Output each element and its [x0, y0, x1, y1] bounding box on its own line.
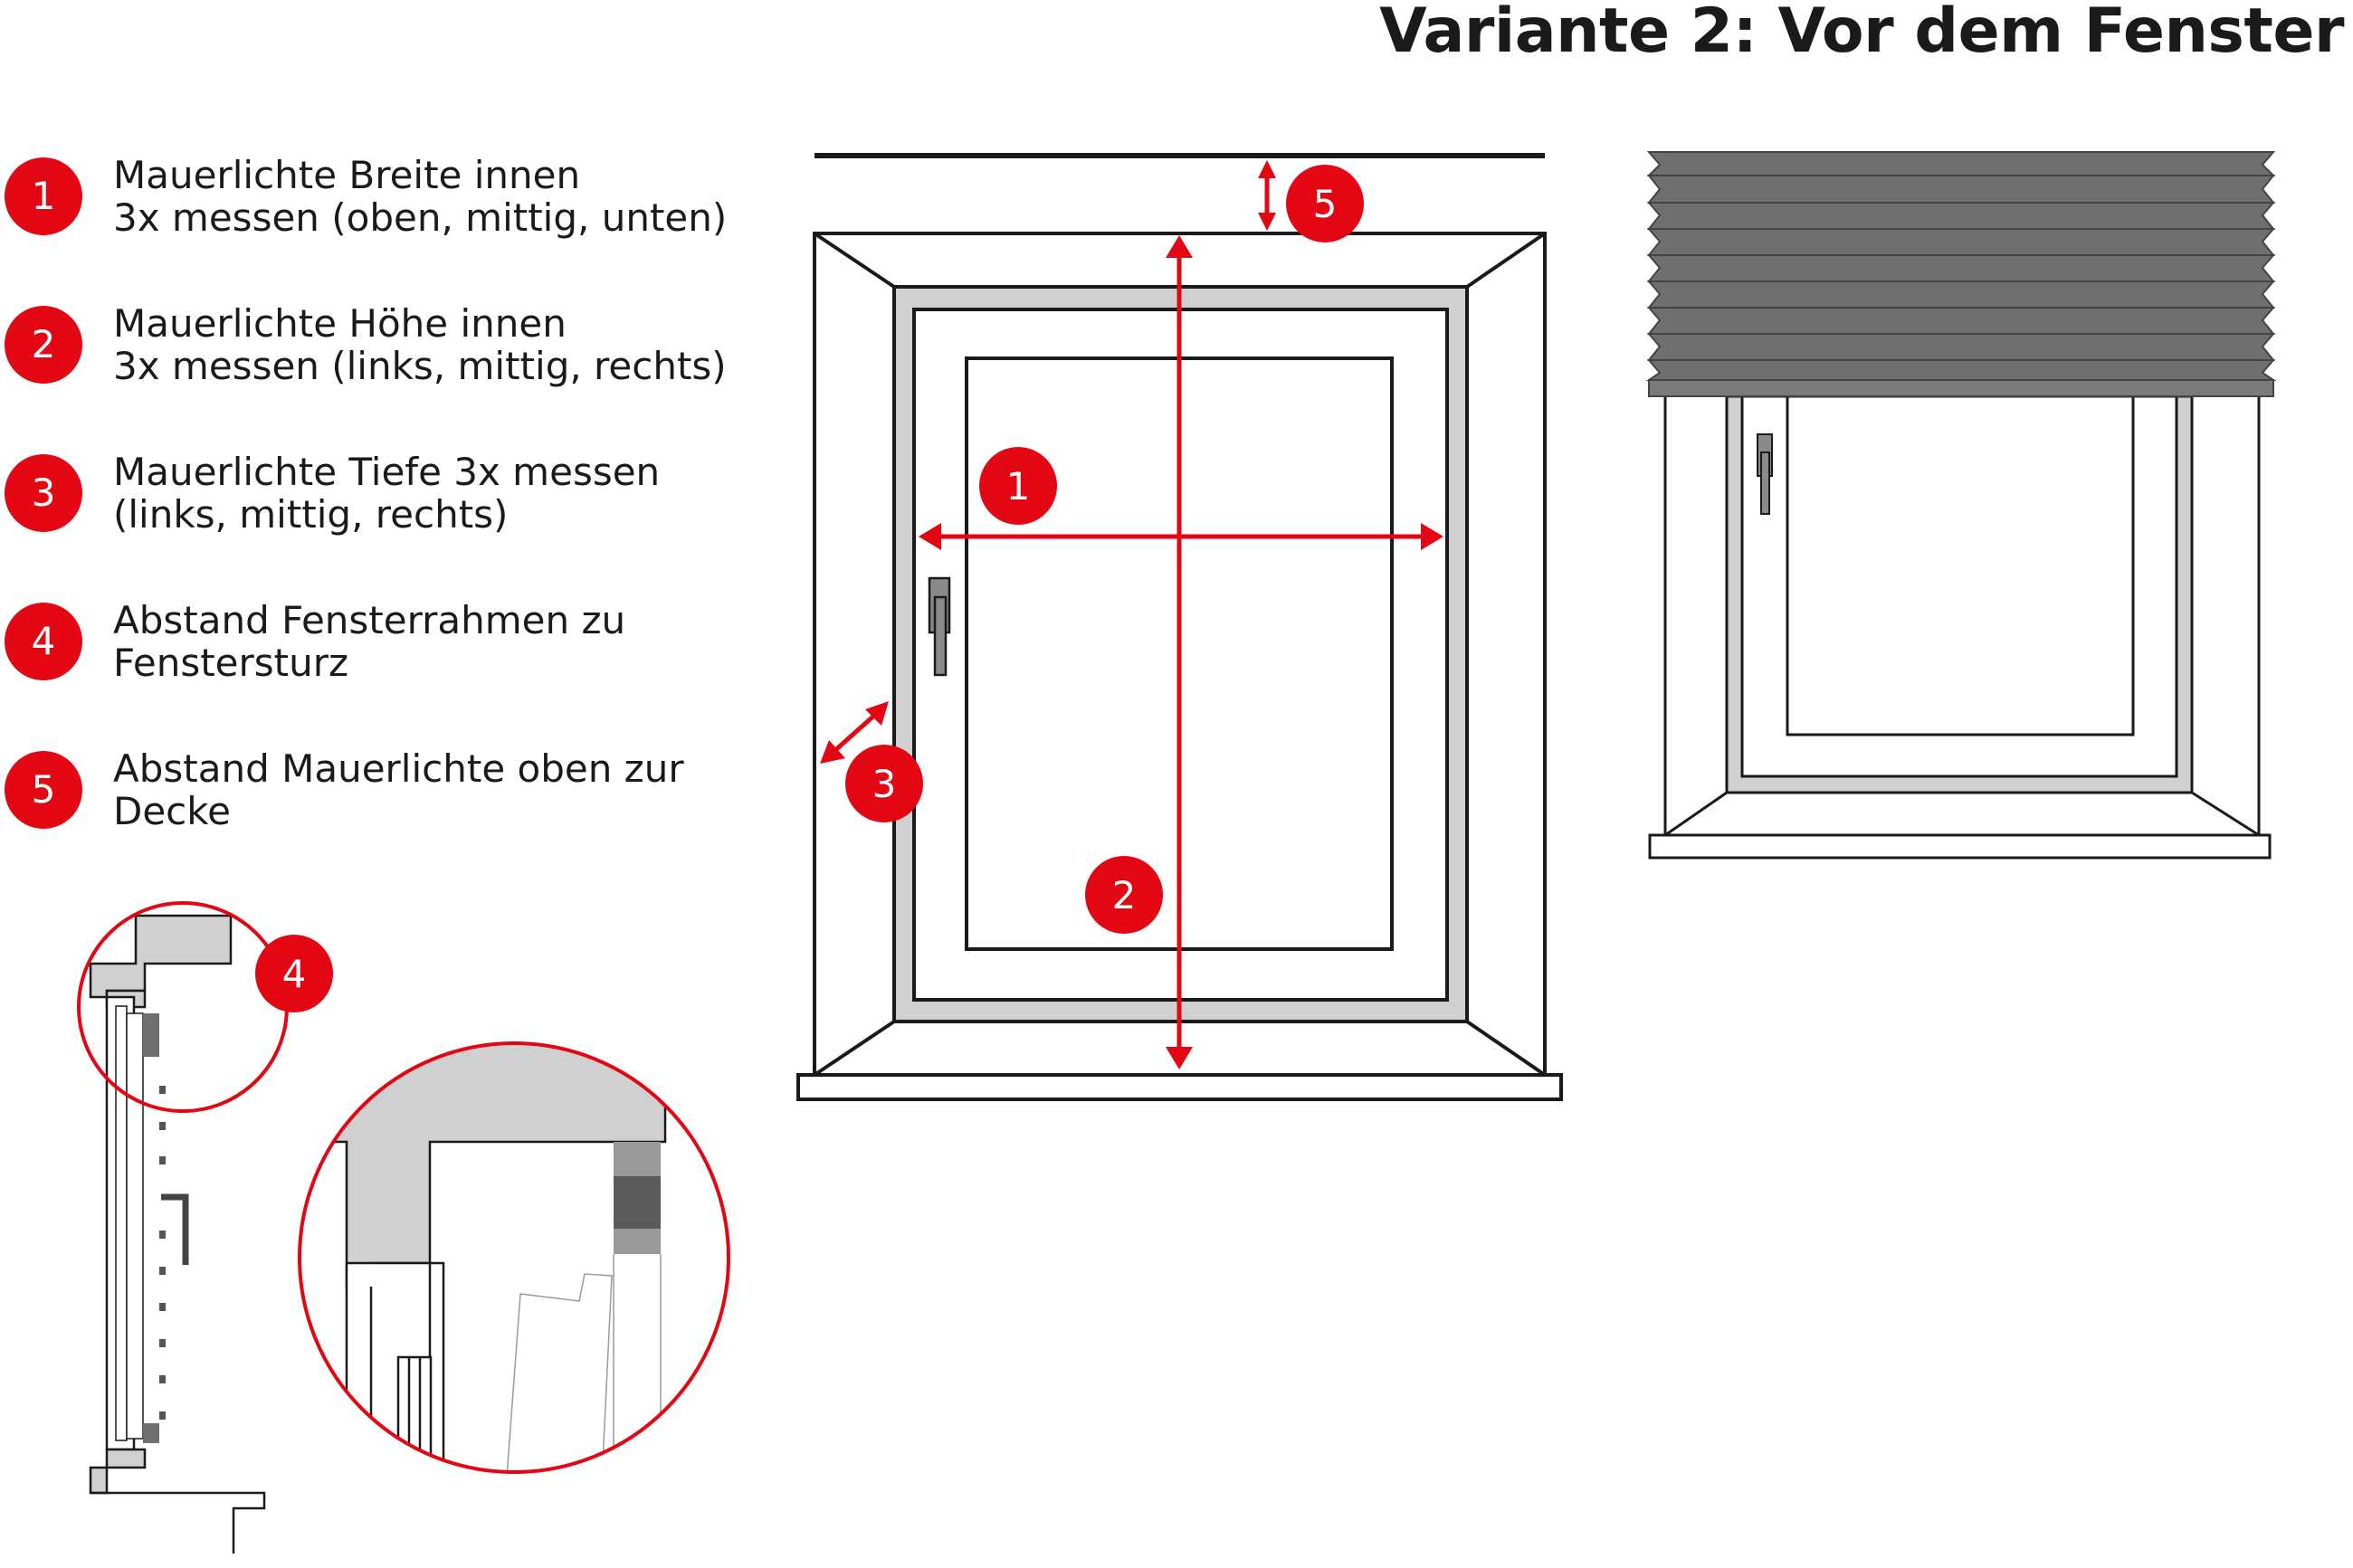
- blind-window-sill: [1648, 833, 2272, 860]
- legend-text-3: Mauerlichte Tiefe 3x messen (links, mitt…: [113, 450, 661, 537]
- section-lintel: [89, 914, 233, 999]
- window-handle-icon: [928, 576, 951, 677]
- section-sill: [89, 1448, 147, 1495]
- reveal-line-bottom-left: [813, 1020, 896, 1077]
- legend-text-2: Mauerlichte Höhe innen 3x messen (links,…: [113, 301, 727, 388]
- legend-text-5: Abstand Mauerlichte oben zur Decke: [113, 746, 684, 833]
- marker-4-label: 4: [282, 952, 307, 996]
- section-blind-rail-bottom: [143, 1423, 159, 1443]
- reveal-line-top-right: [1465, 232, 1547, 289]
- reveal-line-bottom-right: [1465, 1020, 1547, 1077]
- measurement-legend: 1 Mauerlichte Breite innen 3x messen (ob…: [0, 154, 778, 896]
- legend-item-3: 3 Mauerlichte Tiefe 3x messen (links, mi…: [0, 451, 778, 599]
- step-badge-3: 3: [5, 454, 82, 532]
- section-floor-line: [90, 1491, 266, 1554]
- marker-1-label: 1: [1006, 464, 1031, 508]
- legend-item-2: 2 Mauerlichte Höhe innen 3x messen (link…: [0, 302, 778, 451]
- marker-2: 2: [1085, 856, 1163, 934]
- marker-1: 1: [979, 447, 1057, 525]
- marker-3: 3: [845, 745, 923, 822]
- reveal-line-top-left: [813, 232, 896, 289]
- marker-3-label: 3: [872, 762, 897, 806]
- ceiling-distance-arrow: [1258, 160, 1276, 231]
- legend-item-1: 1 Mauerlichte Breite innen 3x messen (ob…: [0, 154, 778, 302]
- zoom-blind-rail-core: [614, 1176, 661, 1229]
- legend-text-1: Mauerlichte Breite innen 3x messen (oben…: [113, 153, 728, 240]
- detail-zoom: [298, 1041, 730, 1474]
- marker-5: 5: [1286, 165, 1364, 242]
- step-badge-1: 1: [5, 157, 82, 235]
- legend-item-4: 4 Abstand Fensterrahmen zu Fenstersturz: [0, 599, 778, 747]
- section-view: [89, 914, 266, 1554]
- blind-window-glass: [1786, 394, 2135, 736]
- zoom-blind-rail-bottom: [614, 1229, 661, 1254]
- marker-4: 4: [255, 935, 333, 1012]
- page-title: Variante 2: Vor dem Fenster: [1379, 0, 2344, 67]
- marker-2-label: 2: [1112, 873, 1137, 917]
- pleated-blind: [1645, 151, 2277, 397]
- blind-bottom-rail: [1648, 379, 2274, 397]
- height-arrow: [1166, 235, 1193, 1069]
- measurement-arrows: [820, 160, 1443, 1069]
- step-badge-2: 2: [5, 306, 82, 384]
- window-handle-icon: [1757, 433, 1773, 515]
- zoom-blind-rail-top: [614, 1142, 661, 1176]
- section-handle: [161, 1193, 189, 1265]
- window-sill: [796, 1073, 1563, 1101]
- step-badge-4: 4: [5, 603, 82, 680]
- legend-item-5: 5 Abstand Mauerlichte oben zur Decke: [0, 747, 778, 896]
- depth-arrow: [820, 701, 889, 764]
- legend-text-4: Abstand Fensterrahmen zu Fenstersturz: [113, 598, 626, 685]
- blind-window: [1648, 394, 2272, 860]
- marker-5-label: 5: [1313, 182, 1338, 226]
- zoom-glass-pane: [501, 1273, 613, 1472]
- step-badge-5: 5: [5, 751, 82, 829]
- section-blind-rail-top: [143, 1013, 159, 1057]
